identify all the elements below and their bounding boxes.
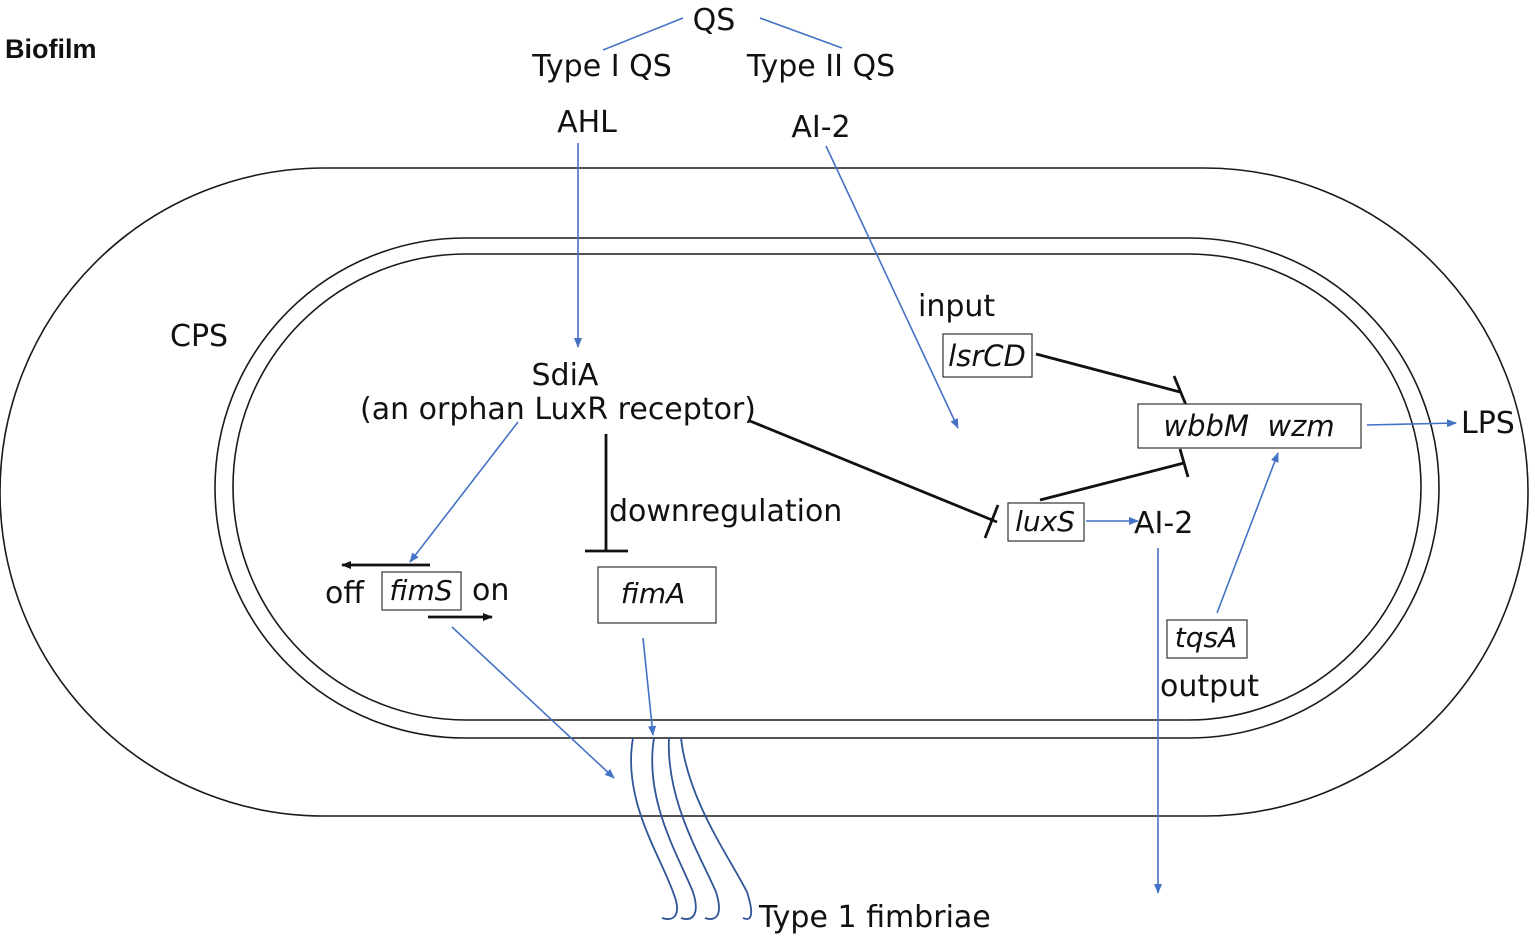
on-label: on (472, 573, 509, 608)
wbbm-to-lps-arrow (1366, 419, 1457, 428)
fims-gene-label: fimS (389, 574, 452, 607)
input-label: input (918, 289, 995, 324)
lps-label: LPS (1461, 406, 1515, 441)
fima-gene-box (597, 566, 717, 624)
downregulation-label: downregulation (609, 494, 842, 529)
tqsa-to-wbbm-arrow (1216, 452, 1279, 614)
ai2-intracellular-label: AI-2 (1134, 506, 1193, 541)
wbbm-wzm-gene-label: wbbM wzm (1163, 409, 1334, 443)
fims-gene-box (381, 571, 462, 611)
tqsa-gene-box (1166, 619, 1248, 659)
sdia-inhibition-bar (983, 504, 1000, 539)
lsrcd-inhibits-wbbm-line (1035, 352, 1181, 394)
qs-to-type1-line (602, 17, 684, 51)
type2-qs-label: Type II QS (746, 49, 895, 84)
qs-to-type2-line (759, 17, 843, 49)
type1-fimbriae-label: Type 1 fimbriae (758, 900, 991, 935)
cps-label: CPS (170, 319, 228, 354)
tqsa-gene-label: tqsA (1175, 621, 1238, 654)
ahl-label: AHL (557, 105, 617, 140)
qs-label: QS (693, 3, 736, 38)
fimbria-strand-2 (651, 737, 697, 920)
capsule-outer-layer (0, 167, 1529, 817)
ai2-extracellular-label: AI-2 (791, 110, 850, 145)
output-label: output (1160, 669, 1259, 704)
sdia-to-fims-arrow (409, 421, 519, 563)
figure-title: Biofilm (5, 34, 97, 64)
sdia-inhibits-luxs-line (749, 419, 998, 524)
off-label: off (325, 576, 365, 611)
luxs-gene-box (1007, 502, 1085, 542)
fimbria-strand-3 (668, 737, 720, 920)
sdia-label: SdiA (532, 358, 599, 393)
sdia-description: (an orphan LuxR receptor) (360, 392, 756, 427)
lsrcd-gene-label: lsrCD (948, 339, 1026, 373)
luxs-inhibition-bar (1178, 448, 1190, 478)
luxs-inhibits-wbbm-line (1039, 461, 1185, 502)
lsrcd-inhibition-bar (1172, 375, 1188, 406)
fima-gene-label: fimA (621, 577, 686, 610)
luxs-gene-label: luxS (1015, 505, 1075, 538)
fimbria-strand-4 (680, 737, 753, 920)
fimbria-strand-1 (630, 737, 678, 920)
fima-to-fimbriae-arrow (642, 637, 657, 736)
outer-membrane (214, 237, 1440, 739)
type1-qs-label: Type I QS (531, 49, 671, 84)
lsrcd-gene-box (942, 333, 1033, 378)
fims-to-fimbriae-arrow (451, 626, 615, 779)
inner-membrane (232, 253, 1422, 721)
wbbm-wzm-gene-box (1137, 403, 1362, 449)
ai2-input-arrow (825, 145, 959, 429)
